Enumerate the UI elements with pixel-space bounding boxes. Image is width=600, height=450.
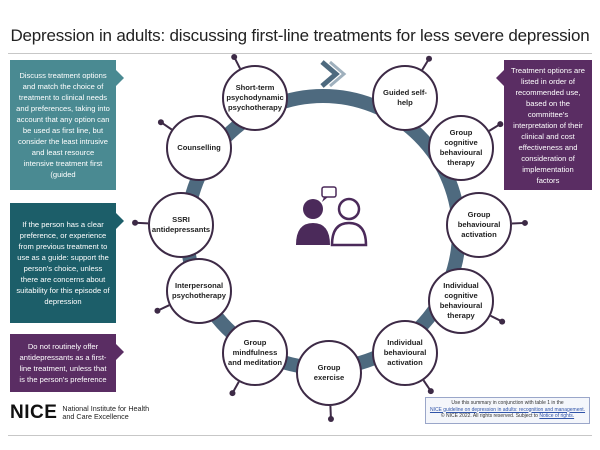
logo-subtitle: National Institute for Health and Care E…	[62, 403, 150, 421]
treatment-label: Group behavioural activation	[457, 210, 501, 239]
page-title: Depression in adults: discussing first-l…	[10, 26, 590, 45]
treatment-label: Guided self-help	[383, 88, 427, 107]
guideline-link[interactable]: NICE guideline on depression in adults: …	[429, 406, 586, 413]
treatment-node-interpersonal: Interpersonal psychotherapy	[166, 258, 232, 324]
footnote-line2: © NICE 2022. All rights reserved. Subjec…	[440, 413, 538, 419]
treatment-node-ssri: SSRI antidepressants	[148, 192, 214, 258]
guidance-box-antidepressants: Do not routinely offer antidepressants a…	[10, 334, 124, 392]
connector-dot	[327, 415, 334, 422]
connector-dot	[427, 388, 434, 395]
connector-dot	[132, 219, 139, 226]
chevron-right-icon	[320, 60, 347, 88]
footer-divider	[8, 435, 592, 436]
logo-wordmark: NICE	[10, 402, 58, 423]
order-info-box: Treatment options are listed in order of…	[496, 60, 592, 190]
footnote-box: Use this summary in conjunction with tab…	[425, 397, 590, 424]
treatment-node-group-mindfulness: Group mindfulness and meditation	[222, 320, 288, 386]
treatment-label: SSRI antidepressants	[151, 215, 211, 234]
treatment-node-psychodynamic: Short-term psychodynamic psychotherapy	[222, 65, 288, 131]
connector-dot	[154, 307, 161, 314]
treatment-label: Individual behavioural activation	[383, 338, 427, 367]
treatment-label: Interpersonal psychotherapy	[172, 281, 227, 300]
order-info-text: Treatment options are listed in order of…	[510, 65, 585, 185]
treatment-label: Group exercise	[313, 363, 345, 382]
treatment-node-individual-ba: Individual behavioural activation	[372, 320, 438, 386]
guidance-text-preference: If the person has a clear preference, or…	[16, 220, 110, 306]
treatment-node-group-exercise: Group exercise	[296, 340, 362, 406]
connector-dot	[497, 121, 504, 128]
connector-lines	[132, 53, 528, 422]
treatment-node-counselling: Counselling	[166, 115, 232, 181]
connector-dot	[499, 318, 506, 325]
treatment-label: Group mindfulness and meditation	[228, 338, 283, 367]
treatment-node-group-ba: Group behavioural activation	[446, 192, 512, 258]
guidance-text-antidepressants: Do not routinely offer antidepressants a…	[19, 342, 107, 384]
people-conversation-icon	[296, 186, 368, 247]
footnote-line1: Use this summary in conjunction with tab…	[451, 400, 564, 406]
treatment-node-group-cbt: Group cognitive behavioural therapy	[428, 115, 494, 181]
treatment-node-guided-self-help: Guided self-help	[372, 65, 438, 131]
connector-dot	[521, 219, 528, 226]
guidance-box-preference: If the person has a clear preference, or…	[10, 203, 124, 323]
treatment-node-individual-cbt: Individual cognitive behavioural therapy	[428, 268, 494, 334]
notice-of-rights-link[interactable]: Notice of rights.	[539, 413, 575, 419]
connector-dot	[229, 390, 236, 397]
connector-dot	[426, 55, 433, 62]
connector-dot	[231, 53, 238, 60]
nice-logo: NICE National Institute for Health and C…	[10, 402, 152, 424]
connector-dot	[157, 119, 164, 126]
treatment-label: Counselling	[177, 143, 221, 152]
guidance-text-discuss: Discuss treatment options and match the …	[16, 71, 110, 179]
treatment-label: Group cognitive behavioural therapy	[439, 128, 483, 167]
treatment-label: Individual cognitive behavioural therapy	[439, 281, 483, 320]
guidance-box-discuss: Discuss treatment options and match the …	[10, 60, 124, 190]
title-divider	[8, 53, 592, 54]
treatment-label: Short-term psychodynamic psychotherapy	[226, 83, 284, 112]
